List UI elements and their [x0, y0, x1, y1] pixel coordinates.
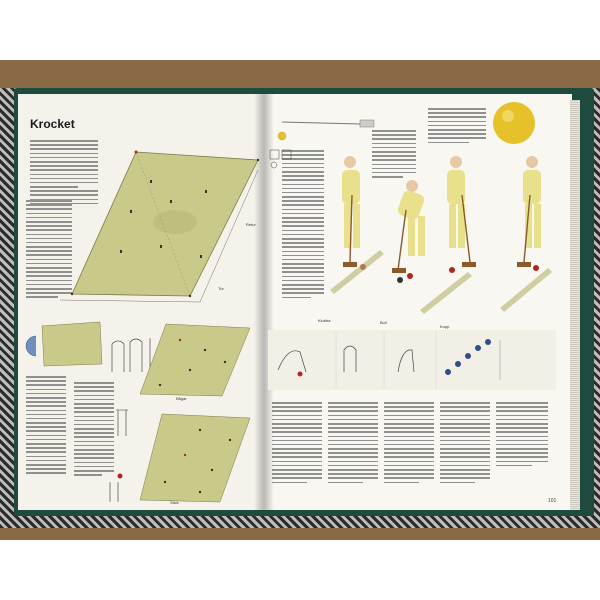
label-klubba: Klubba [318, 318, 331, 323]
court-diagram [59, 150, 260, 303]
right-text-column-1 [282, 150, 324, 301]
court-inset [25, 321, 103, 367]
court-diagram-2 [139, 323, 251, 397]
yellow-ball-illustration [493, 102, 535, 144]
label-retur: Retur [246, 222, 256, 227]
lower-left-text-column-1 [26, 376, 66, 477]
label-kopp: Kopp [440, 324, 450, 329]
label-bagar: Bågar [176, 396, 187, 401]
label-stick: Stick [170, 500, 179, 505]
lower-left-text-column-2 [74, 382, 114, 478]
sequence-strip [268, 330, 556, 390]
hoop-drawings [109, 338, 151, 502]
rules-text-column [26, 200, 72, 301]
player-figure-1 [330, 156, 384, 294]
book-gutter [254, 94, 274, 510]
bottom-text-column-4 [440, 402, 490, 486]
label-boll: Boll [380, 320, 387, 325]
player-figure-2 [392, 180, 425, 283]
court-diagram-3 [139, 413, 251, 503]
page-number: 101 [548, 498, 557, 504]
right-text-column-3 [428, 108, 486, 146]
player-figure-3 [420, 156, 476, 314]
bottom-text-column-3 [384, 402, 434, 486]
right-text-column-2 [372, 130, 416, 180]
page-heading: Krocket [30, 117, 75, 131]
label-tur: Tur [218, 286, 224, 291]
intro-text-column [30, 140, 98, 207]
mallet-icon [269, 119, 375, 169]
bottom-text-column-2 [328, 402, 378, 486]
bottom-text-column-5 [496, 402, 548, 469]
player-figure-4 [500, 156, 552, 312]
bottom-text-column-1 [272, 402, 322, 486]
page-edges [570, 100, 580, 510]
